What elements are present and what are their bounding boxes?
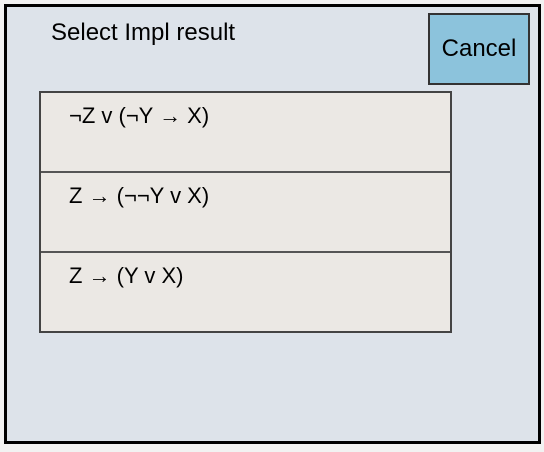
result-item-label: Z → (¬¬Y v X) xyxy=(69,183,210,208)
result-item-1[interactable]: ¬Z v (¬Y → X) xyxy=(41,93,450,173)
result-item-label: ¬Z v (¬Y → X) xyxy=(69,103,210,128)
dialog-title: Select Impl result xyxy=(51,19,236,46)
cancel-button[interactable]: Cancel xyxy=(428,13,530,85)
result-list: ¬Z v (¬Y → X) Z → (¬¬Y v X) Z → (Y v X) xyxy=(39,91,452,333)
select-impl-dialog: Select Impl result Cancel ¬Z v (¬Y → X) … xyxy=(4,4,541,444)
result-item-3[interactable]: Z → (Y v X) xyxy=(41,253,450,333)
result-item-2[interactable]: Z → (¬¬Y v X) xyxy=(41,173,450,253)
result-item-label: Z → (Y v X) xyxy=(69,263,184,288)
